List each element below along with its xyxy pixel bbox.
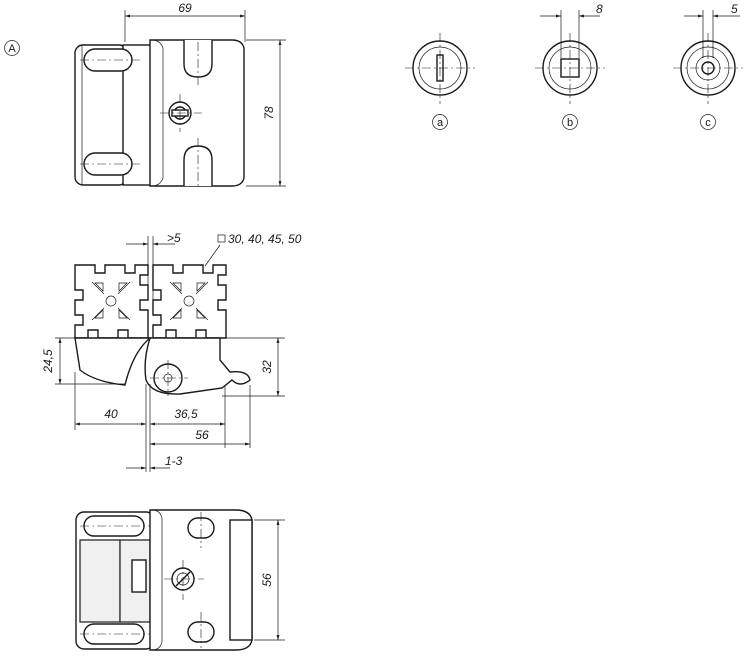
aluminium-profile-right — [152, 264, 227, 339]
variant-a-lock: a — [405, 33, 475, 130]
dim-gap: >5 — [167, 231, 181, 245]
side-view: >5 30, 40, 45, 50 24,5 — [41, 231, 302, 472]
variant-c-label: c — [705, 117, 711, 129]
dim-key-b: 8 — [596, 2, 603, 16]
view-marker-a: A — [4, 40, 20, 56]
dim-len-40: 40 — [104, 407, 118, 421]
bottom-view: 56 — [75, 509, 285, 651]
dim-height-left: 24,5 — [41, 349, 55, 374]
dim-height-right: 32 — [260, 360, 274, 374]
variant-b-lock: 8 b — [535, 2, 605, 130]
dim-len-36-5: 36,5 — [174, 407, 198, 421]
dim-height-top: 78 — [262, 106, 276, 120]
variant-b-label: b — [567, 117, 573, 129]
variant-a-label: a — [437, 117, 444, 129]
top-view: 69 78 — [74, 1, 286, 187]
view-marker-label: A — [8, 43, 16, 55]
dim-profile-sizes: 30, 40, 45, 50 — [228, 232, 302, 246]
variant-c-lock: 5 c — [673, 2, 743, 130]
dim-len-56: 56 — [195, 428, 209, 442]
dim-height-bottom: 56 — [260, 573, 274, 587]
dim-clearance: 1-3 — [165, 454, 183, 468]
dim-key-c: 5 — [731, 2, 738, 16]
aluminium-profile-left — [74, 264, 149, 339]
dim-width-top: 69 — [178, 1, 192, 15]
